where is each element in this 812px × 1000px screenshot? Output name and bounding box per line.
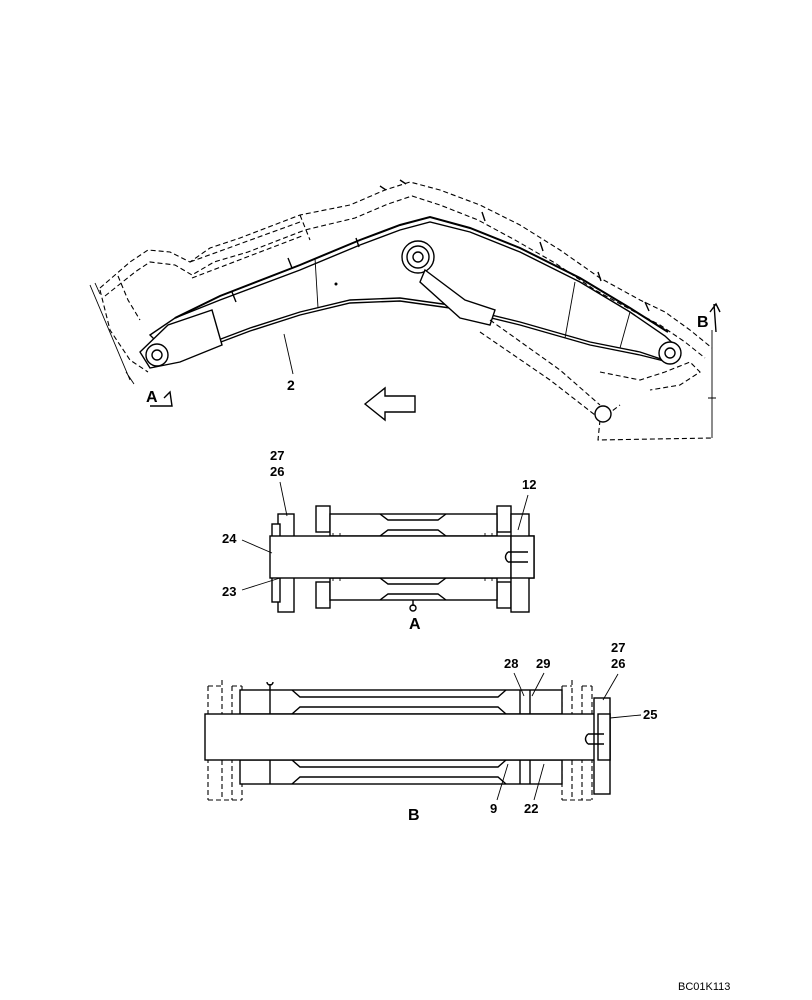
boom-nose-pin-inner	[664, 347, 676, 359]
boom-weld-line-2	[564, 281, 576, 339]
callout-25-label: 25	[643, 707, 657, 722]
cylinder-mount-mid	[406, 245, 430, 269]
view-a-lock-bolt	[504, 551, 528, 563]
callout-12-label: 12	[522, 477, 536, 492]
callout-leader-26	[279, 481, 288, 517]
hose-outline-upper	[99, 181, 713, 349]
view-b-shim-marks	[269, 690, 531, 784]
arm-cylinder-body	[419, 268, 496, 326]
callout-23-label: 23	[222, 584, 236, 599]
callout-26-label: 26	[270, 464, 284, 479]
dimension-line-left	[89, 282, 135, 385]
boom-center-mark	[334, 282, 338, 286]
view-b-tube-top	[239, 689, 563, 715]
callout-9-label: 9	[490, 801, 497, 816]
callout-2-label: 2	[287, 377, 295, 393]
clamp-marks	[231, 179, 650, 312]
view-b-tube-bottom	[239, 759, 563, 785]
callout-leader-28	[513, 672, 525, 697]
boom-side-view: 2 A B	[89, 179, 721, 441]
callout-leader-24	[241, 539, 273, 554]
view-a-title: A	[409, 616, 421, 633]
callout-leader-2	[283, 333, 294, 375]
boom-nose-pin-outer	[658, 341, 682, 365]
cylinder-mount-inner	[412, 251, 424, 263]
view-b-grease-top	[266, 681, 274, 690]
boom-foot-pin-outer	[145, 343, 169, 367]
boom-weld-line-1	[314, 257, 319, 309]
callout-leader-26	[602, 673, 619, 701]
view-a-right-collar	[510, 535, 535, 579]
left-arrow-icon	[363, 386, 416, 422]
view-b-title: B	[408, 807, 420, 824]
callout-24-label: 24	[222, 531, 237, 546]
view-a-pin	[269, 535, 535, 579]
view-marker-a: A	[146, 389, 158, 406]
callout-leader-9	[496, 763, 509, 801]
dimension-line-right	[708, 330, 716, 438]
callout-26-label: 26	[611, 656, 625, 671]
view-a-bushing-top	[379, 513, 447, 537]
view-a-boss-right-bottom	[496, 581, 512, 609]
section-view-b: 28 29 27 26 25 9 22 B	[204, 640, 657, 824]
callout-leader-22	[533, 763, 545, 801]
view-marker-b: B	[697, 314, 709, 331]
view-b-bushing-bottom	[291, 759, 507, 785]
callout-leader-29	[531, 672, 545, 697]
callout-22-label: 22	[524, 801, 538, 816]
arm-cylinder-end	[594, 405, 612, 423]
view-a-bolt-marks	[332, 533, 493, 581]
callout-leader-23	[241, 577, 281, 591]
view-b-end-plate-inner	[597, 713, 611, 761]
view-a-boss-right-top	[496, 505, 512, 533]
view-marker-a-arrow	[150, 390, 173, 407]
callout-leader-12	[517, 494, 529, 531]
callout-28-label: 28	[504, 656, 518, 671]
view-a-tube-top	[329, 513, 498, 537]
boom-top-plate	[174, 215, 669, 333]
section-view-a: 27 26 12 24 23 A	[222, 448, 536, 633]
view-a-tube-bottom	[329, 577, 498, 601]
view-a-bushing-bottom	[379, 577, 447, 601]
arm-cylinder-outline	[189, 214, 311, 279]
left-dashed-bracket	[99, 275, 149, 373]
view-marker-b-arrow	[709, 302, 721, 333]
view-a-grease-fitting	[409, 600, 417, 612]
callout-29-label: 29	[536, 656, 550, 671]
callout-27-label: 27	[611, 640, 625, 655]
view-b-pin	[204, 713, 611, 761]
reference-code: BC01K113	[678, 981, 730, 993]
arm-cylinder-rod	[479, 319, 601, 416]
view-a-boss-left-top	[315, 505, 331, 533]
boom-bottom-plate	[204, 300, 669, 363]
boom-weld-line-3	[619, 311, 631, 349]
callout-leader-25	[609, 714, 642, 719]
boom-foot-pin-inner	[151, 349, 163, 361]
callout-27-label: 27	[270, 448, 284, 463]
hose-outline-lower	[104, 195, 706, 359]
view-a-boss-left-bottom	[315, 581, 331, 609]
view-b-lock-bolt	[584, 733, 604, 745]
view-b-bushing-top	[291, 689, 507, 715]
right-dashed-bracket	[597, 361, 713, 441]
